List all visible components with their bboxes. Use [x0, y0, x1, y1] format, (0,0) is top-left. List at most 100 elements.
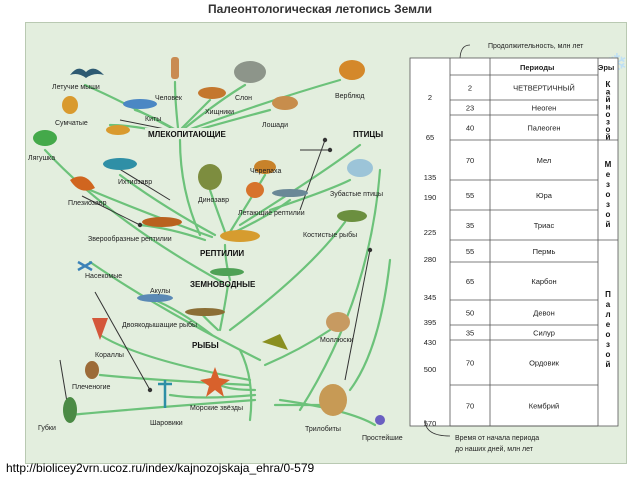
geologic-scale: Продолжительность, млн лет Периоды Эры 2… — [409, 43, 619, 453]
branch-to-birds — [238, 143, 362, 227]
period-name: Неоген — [532, 104, 557, 113]
era-letter: з — [606, 180, 610, 189]
bat-figure — [70, 68, 104, 78]
beast-reptile-figure — [142, 217, 182, 227]
group-fishes: РЫБЫ — [192, 341, 219, 350]
label-bony-fish: Костистые рыбы — [303, 231, 357, 239]
era-letter: М — [605, 160, 612, 169]
branch-elephant — [183, 83, 247, 130]
period-duration: 65 — [466, 277, 474, 286]
group-mammals: МЛЕКОПИТАЮЩИЕ — [148, 130, 227, 139]
label-turtle: Черепаха — [250, 168, 281, 175]
eras-header: Эры — [598, 63, 614, 72]
group-labels: МЛЕКОПИТАЮЩИЕ ПТИЦЫ РЕПТИЛИИ ЗЕМНОВОДНЫЕ… — [145, 128, 383, 350]
period-name: Силур — [533, 329, 555, 338]
boundary-age: 430 — [424, 338, 437, 347]
label-lungfish: Двоякодышащие рыбы — [122, 321, 197, 329]
fish-figure-2 — [262, 334, 288, 350]
starfish-figure — [200, 367, 230, 397]
branch-main-trunk — [238, 348, 253, 422]
marsupial-figure-2 — [62, 96, 78, 114]
toothed-bird-figure — [347, 159, 373, 177]
ichthyosaur-figure — [103, 158, 137, 170]
group-reptiles: РЕПТИЛИИ — [200, 249, 244, 258]
label-plesiosaur: Плезиозавр — [68, 200, 107, 207]
period-duration: 55 — [466, 191, 474, 200]
coral-figure — [92, 318, 108, 340]
era-letter: й — [606, 360, 611, 369]
branch-dinosaur — [208, 188, 227, 234]
label-sharks: Акулы — [150, 288, 170, 295]
label-horses: Лошади — [262, 122, 288, 129]
period-duration: 70 — [466, 402, 474, 411]
trilobite-figure — [319, 384, 347, 416]
label-beast-reptiles: Зверообразные рептилии — [88, 235, 172, 243]
branch-bony-fish — [228, 220, 347, 332]
time-caption-1: Время от начала периода — [455, 435, 539, 442]
era-letter: о — [606, 125, 611, 134]
label-camel: Верблюд — [335, 92, 364, 100]
period-duration: 2 — [468, 84, 472, 93]
mollusk-figure — [326, 312, 350, 332]
branch-turtle — [228, 173, 267, 234]
period-duration: 40 — [466, 124, 474, 133]
flying-reptile-figure — [272, 189, 308, 197]
turtle-figure — [254, 160, 276, 174]
protist-figure — [375, 415, 385, 425]
branch-insects — [88, 260, 262, 362]
era-letter: о — [606, 210, 611, 219]
period-name: Девон — [533, 309, 554, 318]
source-url[interactable]: http://biolicey2vrn.ucoz.ru/index/kajnoz… — [6, 461, 315, 475]
label-whales: Киты — [145, 116, 161, 123]
era-letter: й — [606, 220, 611, 229]
period-duration: 35 — [466, 329, 474, 338]
branch-sea-lilies — [168, 393, 257, 399]
period-duration: 70 — [466, 156, 474, 165]
period-name: Юра — [536, 191, 553, 200]
organism-labels: Летучие мыши Человек Слон Верблюд Хищник… — [28, 84, 403, 442]
branch-predators — [180, 98, 212, 130]
sea-lily-figure — [158, 380, 172, 408]
period-name: Кембрий — [529, 402, 559, 411]
branch-to-mammals — [178, 138, 202, 237]
branch-plesiosaur — [88, 188, 214, 239]
branch-to-amphibians — [218, 283, 230, 332]
reptile-sail-figure — [220, 230, 260, 242]
era-letter: а — [606, 300, 611, 309]
branch-flying-reptiles — [233, 198, 292, 234]
bird-small-figure — [246, 182, 264, 198]
branch-to-reptiles — [223, 243, 232, 282]
branch-whales — [133, 108, 178, 132]
boundary-age: 190 — [424, 193, 437, 202]
human-figure — [171, 57, 179, 79]
brachiopod-figure — [85, 361, 99, 379]
label-brachiopods: Плеченогие — [72, 384, 111, 391]
label-flying-reptiles: Летающие рептилии — [238, 210, 305, 217]
predator-figure — [198, 87, 226, 99]
branch-human — [173, 80, 180, 130]
branch-beast-reptiles — [138, 223, 207, 242]
era-letter: о — [606, 190, 611, 199]
era-letter: о — [606, 110, 611, 119]
label-protists: Простейшие — [362, 434, 403, 442]
lungfish-figure — [185, 308, 225, 316]
group-birds: ПТИЦЫ — [353, 130, 383, 139]
era-letter: П — [605, 290, 611, 299]
era-letter: з — [606, 200, 610, 209]
label-marsupials: Сумчатые — [55, 120, 88, 127]
boundary-age: 500 — [424, 365, 437, 374]
elephant-figure — [234, 61, 266, 83]
period-name: Пермь — [533, 247, 556, 256]
sponge-figure — [63, 397, 77, 423]
bony-fish-figure — [337, 210, 367, 222]
whale-figure — [123, 99, 157, 109]
era-letter: К — [606, 80, 611, 89]
boundary-age: 395 — [424, 318, 437, 327]
branch-vertical-right-2 — [348, 258, 392, 392]
branch-vertical-right-1 — [298, 168, 382, 412]
branch-ichthyosaur — [118, 173, 217, 237]
label-mollusks: Моллюски — [320, 337, 354, 344]
period-duration: 70 — [466, 359, 474, 368]
period-duration: 55 — [466, 247, 474, 256]
